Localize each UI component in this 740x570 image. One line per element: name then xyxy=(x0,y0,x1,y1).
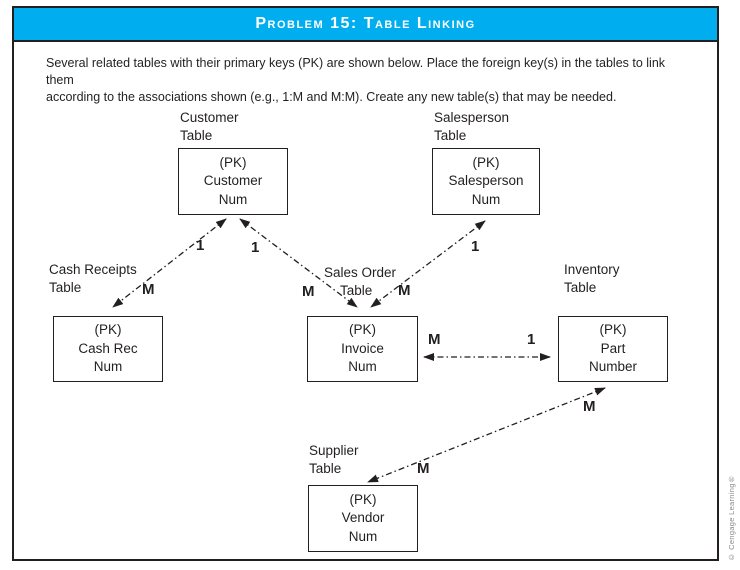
pk-tag: (PK) xyxy=(599,322,627,338)
cardinality-label: 1 xyxy=(196,237,205,254)
label-line: Table xyxy=(564,280,597,295)
cardinality-label: M xyxy=(142,281,155,298)
sales-order-table-label: Sales Order Table xyxy=(324,264,396,300)
label-line: Customer xyxy=(180,110,239,125)
copyright-text: © Cengage Learning® xyxy=(727,474,736,562)
pk-tag: (PK) xyxy=(349,322,376,338)
cardinality-label: M xyxy=(398,282,411,299)
instruction-text: Several related tables with their primar… xyxy=(46,55,694,106)
label-line: Sales Order xyxy=(324,265,397,280)
label-line: Table xyxy=(180,128,213,143)
cardinality-label: M xyxy=(583,398,596,415)
customer-table-label: Customer Table xyxy=(180,109,239,145)
salesperson-table-label: Salesperson Table xyxy=(434,109,509,145)
label-line: Table xyxy=(434,128,467,143)
supplier-table-box: (PK) Vendor Num xyxy=(308,485,418,552)
field-name: Num xyxy=(348,359,377,375)
label-line: Table xyxy=(49,280,82,295)
field-name: Part xyxy=(600,340,626,356)
cash-receipts-table-label: Cash Receipts Table xyxy=(49,261,137,297)
supplier-table-label: Supplier Table xyxy=(309,442,359,478)
pk-tag: (PK) xyxy=(94,322,122,338)
instruction-line-1: Several related tables with their primar… xyxy=(46,56,666,87)
cardinality-label: 1 xyxy=(527,331,536,348)
pk-tag: (PK) xyxy=(219,154,247,170)
figure-title: Problem 15: Table Linking xyxy=(255,15,476,32)
salesperson-table-box: (PK) Salesperson Num xyxy=(432,148,540,215)
figure-header-band: Problem 15: Table Linking xyxy=(14,8,717,42)
label-line: Table xyxy=(309,461,342,476)
label-line: Cash Receipts xyxy=(49,262,137,277)
label-line: Inventory xyxy=(564,262,620,277)
field-name: Num xyxy=(218,191,248,207)
cardinality-label: 1 xyxy=(471,238,480,255)
inventory-table-box: (PK) Part Number xyxy=(558,316,668,382)
label-line: Salesperson xyxy=(434,110,510,125)
label-line: Supplier xyxy=(309,443,359,458)
field-name: Invoice xyxy=(341,340,384,356)
inventory-table-label: Inventory Table xyxy=(564,261,620,297)
field-name: Num xyxy=(471,191,501,207)
field-name: Num xyxy=(348,528,378,544)
cash-receipts-table-box: (PK) Cash Rec Num xyxy=(53,316,163,382)
sales-order-table-box: (PK) Invoice Num xyxy=(307,316,418,382)
field-name: Vendor xyxy=(341,510,385,526)
field-name: Number xyxy=(588,359,637,375)
label-line: Table xyxy=(340,283,373,298)
customer-table-box: (PK) Customer Num xyxy=(178,148,288,215)
cardinality-label: M xyxy=(302,283,315,300)
field-name: Customer xyxy=(203,173,263,189)
pk-tag: (PK) xyxy=(349,491,377,507)
cardinality-label: 1 xyxy=(251,239,260,256)
pk-tag: (PK) xyxy=(472,154,500,170)
instruction-line-2: according to the associations shown (e.g… xyxy=(46,90,617,104)
field-name: Num xyxy=(93,359,123,375)
cardinality-label: M xyxy=(428,331,441,348)
field-name: Cash Rec xyxy=(78,340,138,356)
field-name: Salesperson xyxy=(448,173,524,189)
cardinality-label: M xyxy=(417,460,430,477)
